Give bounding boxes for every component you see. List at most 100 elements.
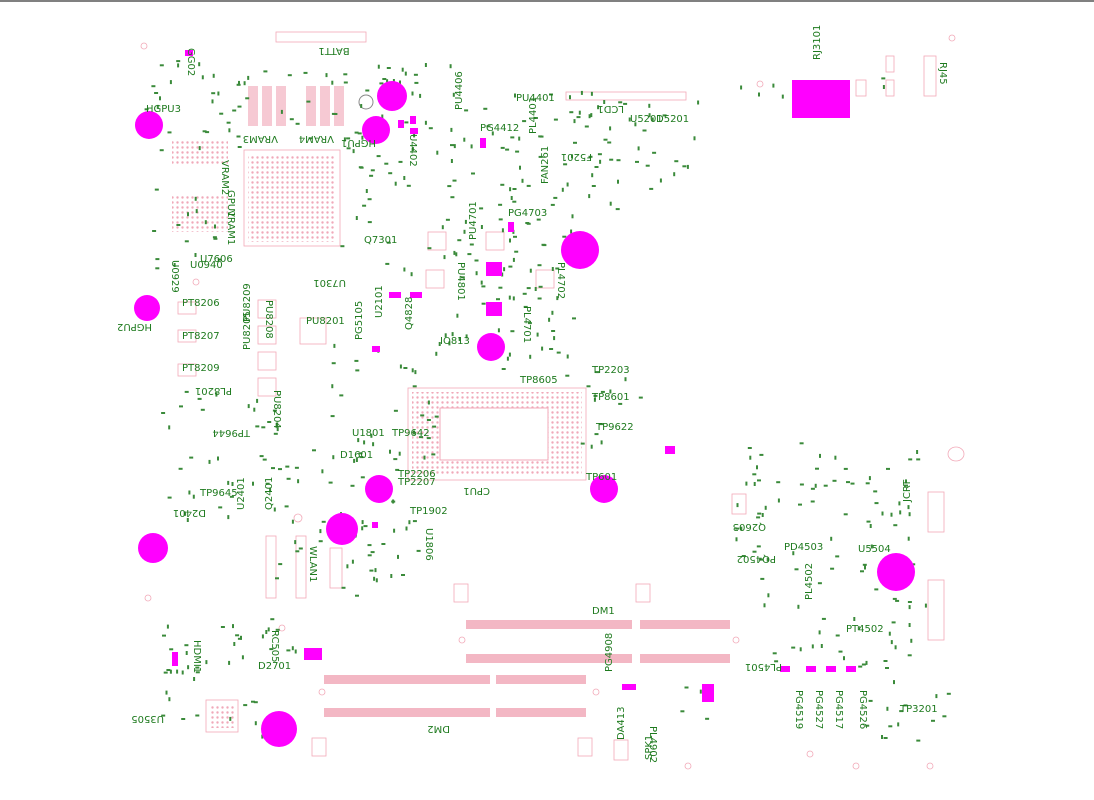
smd-component: [521, 178, 524, 183]
label-gpu1: GPU1: [225, 190, 236, 217]
smd-component: [774, 660, 779, 663]
smd-component: [325, 73, 328, 78]
smd-component: [403, 367, 408, 369]
smd-component: [541, 243, 546, 246]
smd-component: [361, 135, 364, 140]
smd-component: [916, 739, 921, 742]
smd-component: [910, 638, 913, 643]
smd-component: [161, 714, 166, 717]
smd-component: [195, 671, 200, 674]
smd-component: [563, 163, 568, 166]
smd-component: [398, 160, 403, 163]
smd-component: [312, 449, 316, 452]
smd-component: [463, 137, 466, 142]
label-pt8206: PT8206: [182, 298, 220, 309]
smd-component: [285, 465, 290, 468]
smd-component: [594, 433, 599, 436]
label-tp8605: TP8605: [519, 375, 558, 386]
smd-component: [410, 272, 413, 277]
label-tp8601: TP8601: [591, 392, 630, 403]
label-fan261: FAN261: [540, 146, 551, 184]
smd-component: [360, 104, 363, 108]
smd-component: [830, 536, 833, 541]
smd-component: [294, 540, 297, 545]
highlight-via: [261, 711, 297, 747]
smd-component: [204, 220, 207, 225]
smd-component: [888, 725, 893, 728]
highlight-via: [365, 475, 393, 503]
label-q2401: Q2401: [264, 477, 275, 510]
highlight-pad: [304, 648, 322, 660]
smd-component: [756, 516, 761, 519]
label-u2401: U2401: [236, 477, 247, 510]
smd-component: [942, 715, 947, 718]
smd-component: [538, 135, 543, 138]
smd-component: [628, 117, 631, 122]
smd-component: [857, 626, 860, 631]
smd-component: [566, 182, 569, 187]
smd-component: [756, 465, 758, 470]
label-pt4502: PT4502: [846, 624, 884, 635]
smd-component: [905, 479, 907, 484]
smd-component: [817, 582, 822, 585]
smd-component: [850, 482, 855, 485]
smd-component: [447, 185, 452, 188]
smd-component: [362, 204, 367, 207]
smd-component: [586, 385, 591, 388]
label-pt8207: PT8207: [182, 331, 220, 342]
smd-component: [295, 550, 300, 553]
smd-component: [463, 229, 466, 234]
smd-component: [261, 734, 264, 739]
smd-component: [522, 292, 527, 295]
smd-component: [609, 201, 612, 206]
smd-component: [623, 102, 628, 105]
smd-component: [269, 648, 274, 651]
smd-component: [375, 578, 378, 583]
smd-component: [881, 511, 884, 516]
smd-component: [508, 352, 511, 357]
smd-component: [408, 520, 411, 525]
smd-component: [195, 666, 200, 669]
smd-component: [389, 449, 391, 454]
label-tp2207: TP2207: [397, 477, 436, 488]
smd-component: [474, 259, 479, 262]
smd-component: [390, 574, 393, 578]
label-rj45: RJ45: [937, 62, 948, 85]
smd-component: [907, 505, 910, 510]
smd-component: [594, 166, 599, 168]
smd-component: [538, 155, 543, 158]
smd-component: [426, 437, 431, 440]
smd-component: [286, 477, 291, 480]
smd-component: [584, 125, 589, 128]
smd-component: [367, 198, 372, 201]
smd-component: [154, 92, 159, 94]
highlight-via: [326, 513, 358, 545]
smd-component: [220, 626, 225, 628]
smd-component: [820, 644, 823, 648]
smd-component: [483, 107, 488, 110]
smd-component: [181, 718, 186, 720]
smd-component: [385, 262, 390, 265]
label-pu8205: PU8205: [242, 311, 253, 350]
smd-component: [392, 79, 395, 83]
smd-component: [159, 64, 164, 67]
smd-component: [361, 520, 364, 525]
smd-component: [512, 257, 515, 262]
smd-component: [438, 342, 441, 346]
smd-component: [799, 442, 804, 445]
smd-component: [303, 71, 308, 74]
smd-component: [741, 555, 746, 557]
smd-component: [883, 737, 888, 739]
smd-component: [233, 642, 236, 646]
smd-component: [893, 680, 895, 685]
smd-component: [797, 604, 800, 609]
smd-component: [449, 64, 452, 69]
smd-component: [501, 368, 506, 370]
smd-component: [794, 568, 799, 571]
smd-component: [752, 550, 757, 553]
smd-component: [891, 621, 896, 624]
smd-component: [399, 364, 402, 369]
smd-component: [662, 114, 667, 117]
label-dm2: DM2: [427, 723, 450, 734]
highlight-via: [561, 231, 599, 269]
